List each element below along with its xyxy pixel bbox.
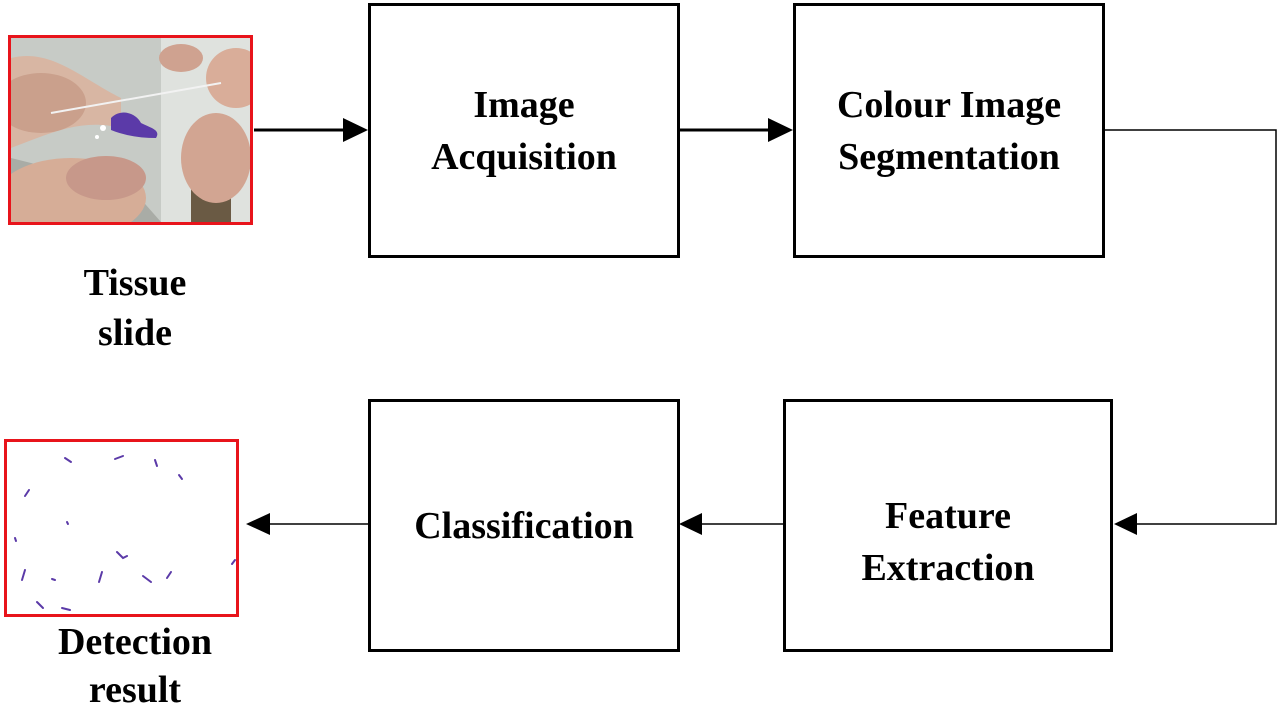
image-acquisition-label: Image Acquisition xyxy=(431,83,617,178)
image-acquisition-box: Image Acquisition xyxy=(368,3,680,258)
arrowhead-feature xyxy=(1114,513,1137,535)
classification-box: Classification xyxy=(368,399,680,652)
feature-extraction-box: Feature Extraction xyxy=(783,399,1113,652)
detection-result-art xyxy=(14,455,236,611)
arrowhead-acquisition xyxy=(343,118,368,142)
arrow-segmentation-to-feature xyxy=(1105,129,1277,525)
detection-result-caption: Detection result xyxy=(57,621,213,711)
tissue-slide-photo-art xyxy=(11,38,250,222)
colour-image-segmentation-box: Colour Image Segmentation xyxy=(793,3,1105,258)
colour-image-segmentation-label: Colour Image Segmentation xyxy=(836,83,1062,178)
arrowhead-segmentation xyxy=(768,118,793,142)
arrowhead-classification xyxy=(679,513,702,535)
tissue-slide-caption: Tissue slide xyxy=(83,262,187,354)
detection-result-image xyxy=(4,439,239,617)
classification-label: Classification xyxy=(414,504,634,547)
feature-extraction-label: Feature Extraction xyxy=(861,494,1035,589)
tissue-slide-photo xyxy=(8,35,253,225)
arrowhead-result xyxy=(246,513,270,535)
